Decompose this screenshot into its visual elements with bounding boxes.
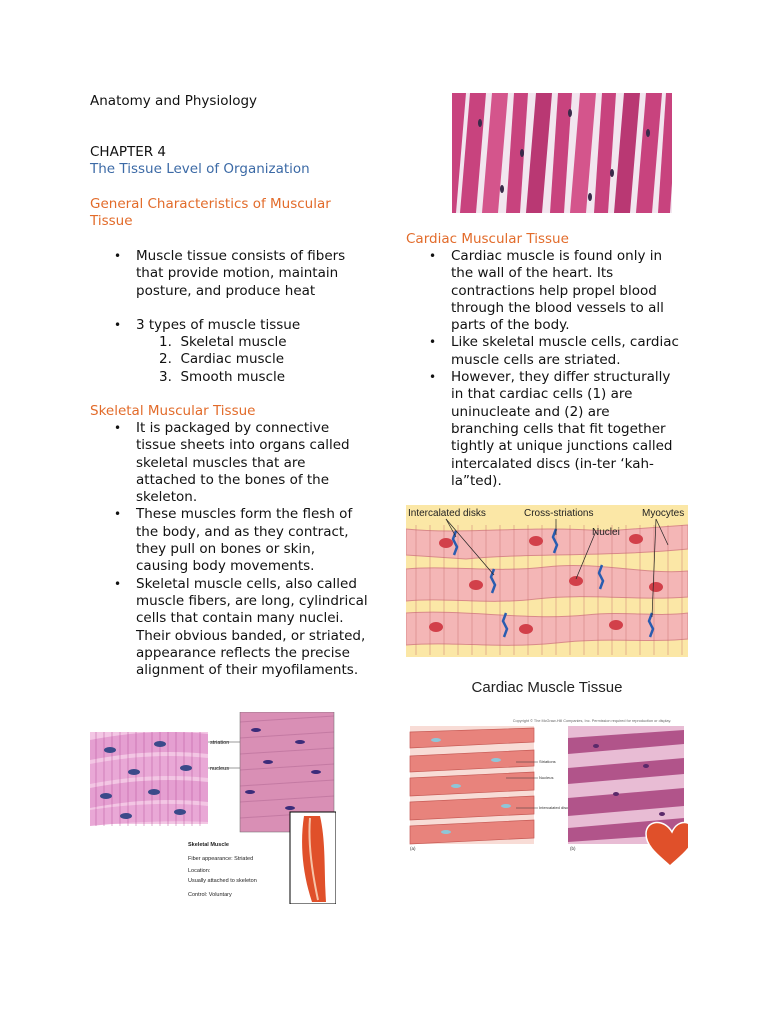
general-heading: General Characteristics of Muscular Tiss…: [90, 196, 331, 230]
caption-fiber: Fiber appearance: Striated: [188, 856, 253, 862]
list-item: Muscle tissue consists of fibers that pr…: [114, 248, 366, 300]
cardiac-diagram: Intercalated disks Cross-striations Nucl…: [405, 505, 689, 657]
list-item: Skeletal muscle cells, also called muscl…: [114, 576, 368, 680]
arm-inset: [289, 811, 337, 905]
general-list: Muscle tissue consists of fibers that pr…: [114, 248, 366, 386]
caption-location-value: Usually attached to skeleton: [188, 878, 257, 884]
chapter-title: The Tissue Level of Organization: [90, 161, 310, 177]
list-item: Like skeletal muscle cells, cardiac musc…: [429, 334, 681, 369]
list-item: However, they differ structurally in tha…: [429, 369, 681, 490]
intercalated-discs-label: Intercalated discs: [539, 805, 570, 810]
cardiac-drawing-a: (a): [409, 726, 538, 851]
cardiac-figure: Cardiac Muscle Tissue Copyright © The Mc…: [406, 668, 695, 878]
list-item: 2. Cardiac muscle: [159, 351, 285, 368]
panel-b-label: (b): [570, 846, 576, 851]
cardiac-micrograph-top: [442, 93, 678, 213]
copyright-line: Copyright © The McGraw-Hill Companies, I…: [513, 719, 671, 723]
skeletal-list: It is packaged by connective tissue shee…: [114, 420, 368, 680]
caption-control: Control: Voluntary: [188, 892, 232, 898]
intercalated-disks-label: Intercalated disks: [408, 508, 486, 519]
list-item: These muscles form the flesh of the body…: [114, 506, 368, 575]
list-item: 1. Skeletal muscle: [159, 334, 287, 351]
caption-location: Location:: [188, 868, 211, 874]
nucleus-label: nucleus: [210, 766, 229, 772]
caption-title: Skeletal Muscle: [188, 842, 229, 848]
striations-label: Striations: [539, 759, 556, 764]
document-title: Anatomy and Physiology: [90, 93, 258, 109]
cardiac-figure-title: Cardiac Muscle Tissue: [472, 679, 623, 696]
cardiac-heading: Cardiac Muscular Tissue: [406, 231, 569, 247]
skeletal-fiber-drawing: [90, 732, 240, 826]
panel-a-label: (a): [410, 846, 416, 851]
list-item: It is packaged by connective tissue shee…: [114, 420, 368, 506]
list-item: Cardiac muscle is found only in the wall…: [429, 248, 681, 334]
muscle-type-list: 1. Skeletal muscle 2. Cardiac muscle 3. …: [159, 334, 366, 386]
myocytes-label: Myocytes: [642, 508, 684, 519]
striation-label: striation: [210, 740, 229, 746]
chapter-number: CHAPTER 4: [90, 144, 166, 160]
skeletal-muscle-figure: striation nucleus Skeletal: [90, 711, 337, 905]
list-item: 3. Smooth muscle: [159, 368, 286, 385]
nuclei-label: Nuclei: [592, 527, 620, 538]
nucleus-label-cardiac: Nucleus: [539, 775, 553, 780]
list-item: 3 types of muscle tissue: [114, 317, 366, 335]
cross-striations-label: Cross-striations: [524, 508, 593, 519]
cardiac-list: Cardiac muscle is found only in the wall…: [429, 248, 681, 490]
skeletal-heading: Skeletal Muscular Tissue: [90, 403, 256, 419]
